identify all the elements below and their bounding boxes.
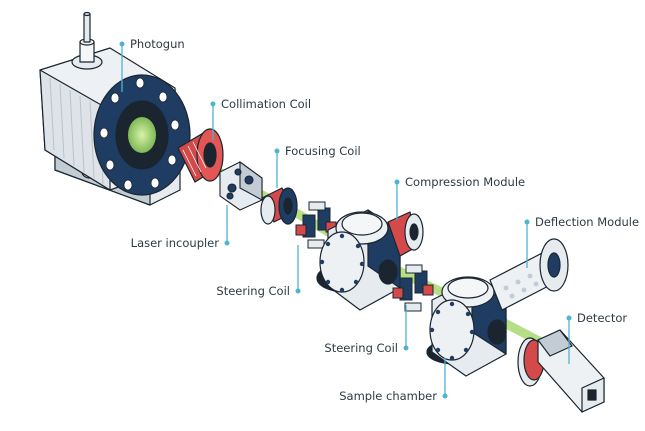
label-deflection-module: Deflection Module	[535, 215, 639, 229]
label-detector: Detector	[577, 311, 627, 325]
focusing-coil	[260, 187, 298, 225]
steering-coil-1	[295, 201, 337, 249]
laser-incoupler	[219, 160, 263, 211]
label-steering-coil-2: Steering Coil	[324, 341, 398, 355]
label-sample-chamber: Sample chamber	[339, 389, 437, 403]
leader-collimation-coil	[210, 101, 216, 140]
label-laser-incoupler: Laser incoupler	[131, 236, 220, 250]
label-compression-module: Compression Module	[405, 175, 525, 189]
leader-steering-coil-1	[295, 245, 301, 294]
leader-photogun	[119, 41, 125, 92]
label-steering-coil-1: Steering Coil	[216, 284, 290, 298]
collimation-coil	[177, 128, 224, 183]
leader-deflection-module	[524, 219, 530, 268]
label-photogun: Photogun	[130, 37, 185, 51]
photogun	[39, 11, 191, 206]
label-focusing-coil: Focusing Coil	[285, 144, 361, 158]
detector	[517, 329, 605, 413]
leader-sample-chamber	[442, 358, 448, 399]
leader-compression-module	[394, 179, 400, 220]
leader-detector	[566, 315, 572, 364]
leader-focusing-coil	[274, 148, 280, 188]
compression-module	[316, 209, 424, 311]
deflection-module	[489, 238, 569, 311]
label-collimation-coil: Collimation Coil	[221, 97, 311, 111]
leader-steering-coil-2	[403, 305, 409, 351]
steering-coil-2	[392, 264, 434, 312]
leader-laser-incoupler	[224, 205, 230, 246]
